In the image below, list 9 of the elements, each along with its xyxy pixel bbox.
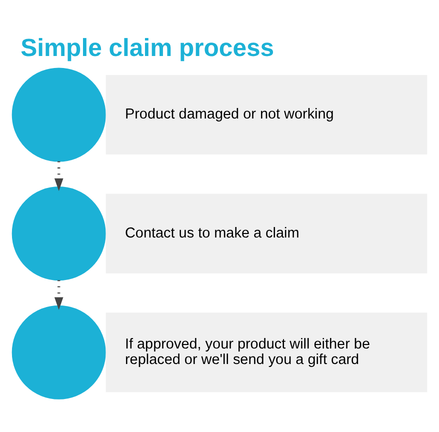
node-circle — [12, 305, 106, 400]
diagram-title: Simple claim process — [20, 35, 274, 62]
node-box: If approved, your product will either be replaced or we'll send you a gift card — [106, 312, 428, 392]
node-box: Product damaged or not working — [106, 74, 428, 155]
node-circle — [12, 68, 106, 162]
node-circle — [12, 186, 106, 281]
arrow — [54, 161, 64, 192]
node-box: Contact us to make a claim — [106, 194, 428, 274]
arrow — [54, 280, 64, 310]
